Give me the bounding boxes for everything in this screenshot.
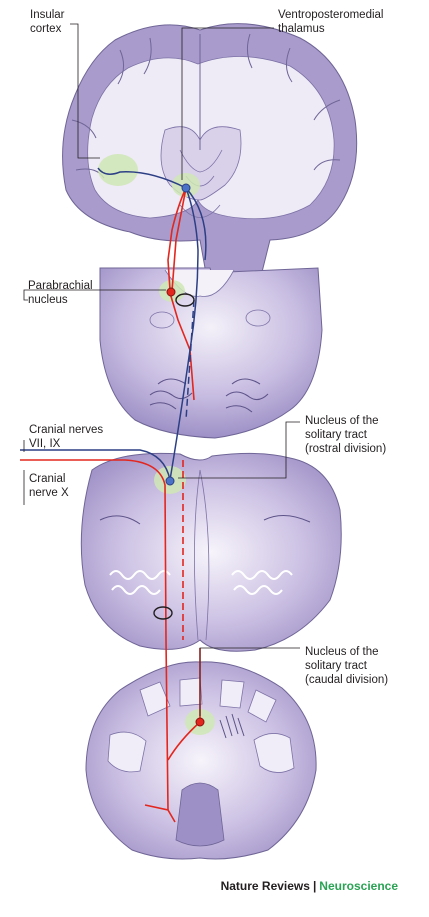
nts-rostral-label: Nucleus of the solitary tract (rostral d… [305, 415, 386, 455]
pons-section [99, 267, 323, 439]
nts-caudal-label: Nucleus of the solitary tract (caudal di… [305, 646, 388, 686]
pathway-crossing-oval [153, 606, 173, 620]
cranial-nerve-x-label: Cranial nerve X [29, 473, 69, 499]
vpm-thalamus-label: Ventroposteromedial thalamus [278, 9, 387, 35]
nts-rostral-neuron-dot [165, 476, 175, 486]
blue-pathway [20, 167, 207, 481]
journal-section: Neuroscience [319, 879, 398, 893]
caudal-medulla-section [85, 661, 317, 860]
parabrachial-neuron-dot [166, 287, 176, 297]
journal-name: Nature Reviews [220, 879, 310, 893]
credit-separator: | [312, 879, 317, 893]
vpm-neuron-dot [181, 183, 191, 193]
pathway-crossing-oval [175, 293, 195, 307]
red-pathway [20, 187, 201, 823]
coronal-brain-section [62, 23, 358, 276]
leader-lines [23, 23, 300, 716]
journal-credit: Nature Reviews|Neuroscience [221, 879, 398, 893]
insular-cortex-label: Insular cortex [30, 9, 68, 35]
nts-caudal-neuron-dot [195, 717, 205, 727]
rostral-medulla-section [80, 452, 342, 652]
cranial-nerves-vii-ix-label: Cranial nerves VII, IX [29, 424, 106, 450]
parabrachial-label: Parabrachial nucleus [28, 280, 96, 306]
